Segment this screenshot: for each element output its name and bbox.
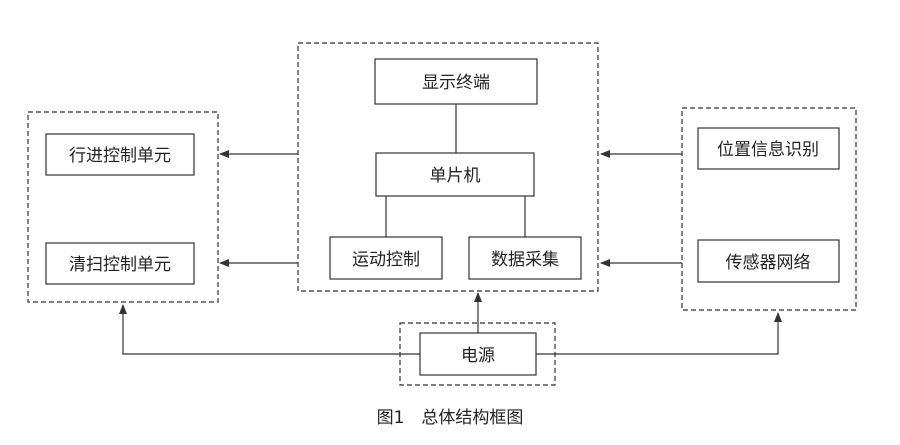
center-controller-group (297, 42, 599, 292)
mcu-label: 单片机 (430, 166, 481, 186)
display-terminal-box: 显示终端 (374, 58, 538, 105)
cleaning-control-unit-box: 清扫控制单元 (45, 242, 195, 285)
arrow-power-to-right-group (536, 312, 782, 355)
cleaning-control-unit-label: 清扫控制单元 (69, 255, 171, 275)
power-supply-label: 电源 (461, 346, 495, 366)
position-recognition-label: 位置信息识别 (717, 140, 819, 160)
arrow-power-to-left-group (119, 304, 420, 355)
motion-control-label: 运动控制 (352, 250, 420, 270)
data-acquisition-label: 数据采集 (491, 250, 559, 270)
position-recognition-box: 位置信息识别 (697, 127, 840, 170)
travel-control-unit-label: 行进控制单元 (69, 146, 171, 166)
figure-caption: 图1 总体结构框图 (377, 408, 524, 428)
mcu-box: 单片机 (375, 152, 535, 197)
power-supply-box: 电源 (419, 332, 537, 376)
data-acquisition-box: 数据采集 (468, 236, 582, 280)
motion-control-box: 运动控制 (329, 236, 443, 280)
right-sensing-group (681, 107, 857, 311)
sensor-network-box: 传感器网络 (697, 239, 840, 283)
travel-control-unit-box: 行进控制单元 (45, 133, 195, 176)
sensor-network-label: 传感器网络 (726, 253, 811, 273)
left-control-group (27, 111, 219, 303)
display-terminal-label: 显示终端 (422, 73, 490, 93)
